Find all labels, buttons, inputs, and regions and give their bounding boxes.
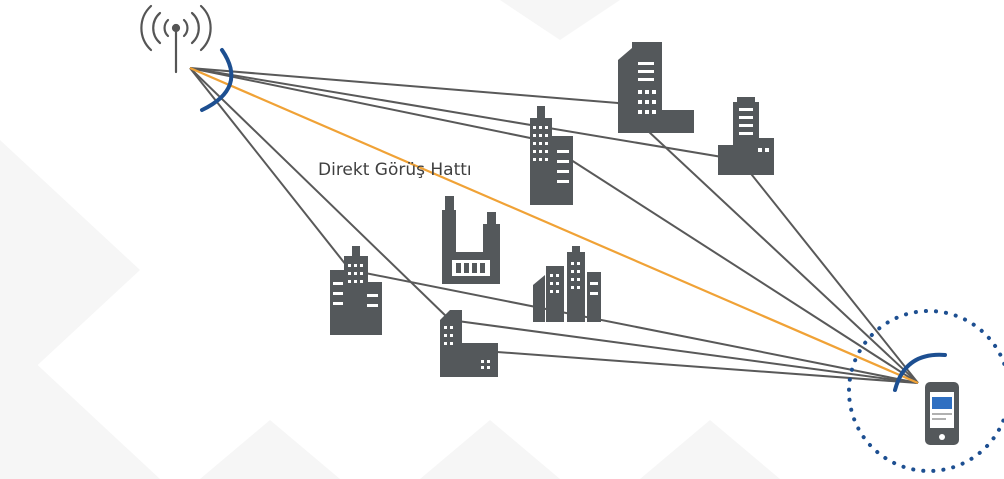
reflect-c-phone [539, 139, 919, 384]
building-icon [530, 106, 573, 205]
building-icon [440, 310, 498, 377]
antenna-icon [140, 4, 212, 74]
reflect-g-phone [449, 319, 919, 384]
line-of-sight [189, 66, 919, 385]
building-icon [533, 246, 601, 322]
line-of-sight-label: Direkt Görüş Hattı [318, 160, 472, 180]
ray-to-building-g [189, 67, 451, 321]
reflect-b-phone [739, 159, 919, 384]
ray-to-building-a [189, 67, 619, 104]
coverage-circle [847, 309, 1004, 473]
phone-icon [925, 382, 959, 445]
building-icon [442, 196, 500, 284]
watermark [0, 0, 780, 479]
signal-rays [189, 67, 919, 384]
tower-arc-icon [200, 48, 234, 112]
ray-to-building-b [189, 67, 741, 161]
building-icon [330, 246, 382, 335]
phone-arc-icon [893, 352, 947, 392]
reflect-g2-phone [469, 349, 919, 384]
building-icon [618, 42, 694, 133]
building-icon [718, 97, 774, 175]
reflect-a-phone [617, 102, 919, 384]
reflect-f-phone [349, 269, 919, 384]
ray-to-building-c [189, 67, 541, 141]
